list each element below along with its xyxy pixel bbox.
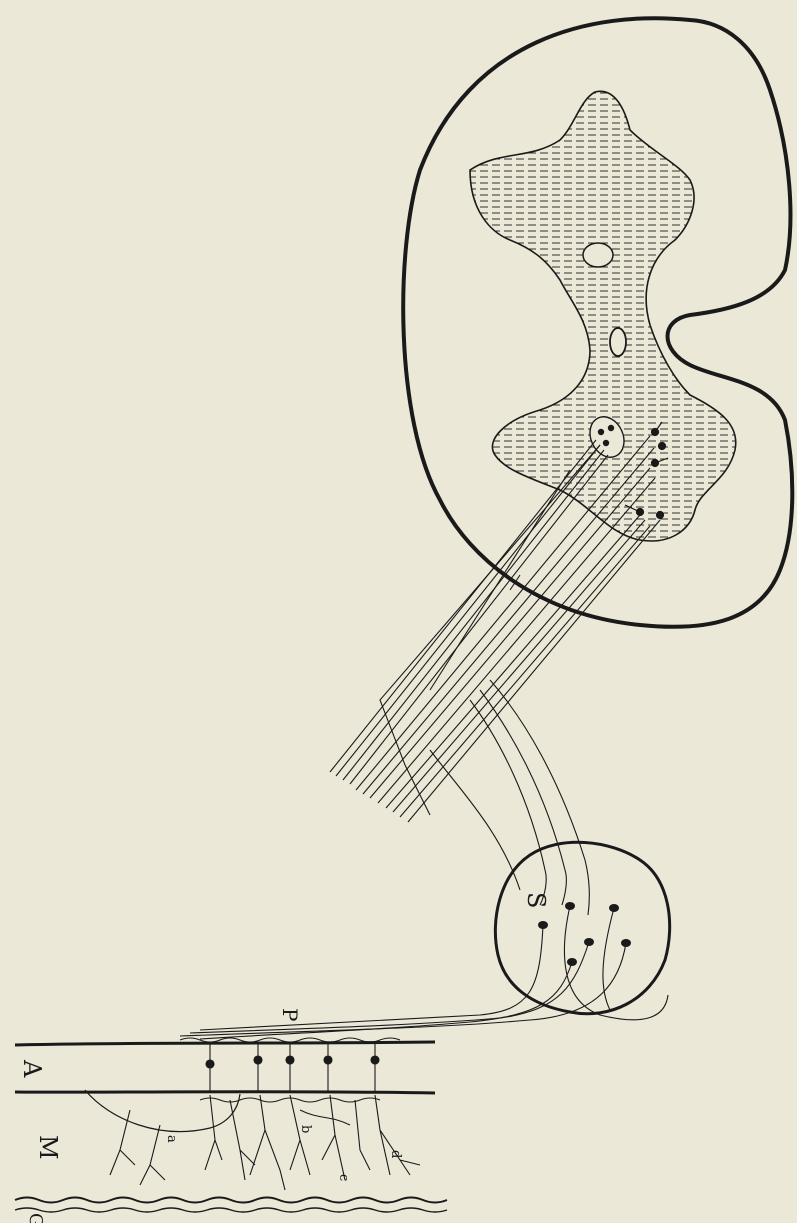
lateral-horn-cell — [598, 429, 604, 435]
label-artery-wall: A — [18, 1059, 46, 1078]
preganglionic-fibers — [430, 680, 589, 915]
label-plexus: P — [278, 1008, 302, 1021]
plexus-cell — [324, 1056, 332, 1064]
postganglionic-fibers — [180, 906, 668, 1039]
lateral-horn-cell — [603, 440, 609, 446]
plexus-cell — [286, 1056, 294, 1064]
branching-terminals — [110, 1095, 420, 1190]
dorsal-opening — [583, 243, 613, 267]
outer-wall-line — [15, 1042, 435, 1045]
sympathetic-ganglion — [495, 842, 669, 1013]
lateral-horn-cell — [608, 425, 614, 431]
plexus-cell — [254, 1056, 262, 1064]
label-sympathetic-ganglion: S — [522, 892, 550, 908]
mucosa-line-upper — [15, 1198, 447, 1203]
anterior-horn-cell — [657, 512, 664, 519]
plexus-cell — [206, 1060, 214, 1068]
label-fiber-b: b — [298, 1125, 313, 1133]
label-fiber-a: a — [164, 1135, 179, 1143]
label-fiber-c: c — [336, 1174, 351, 1181]
plexus-cells — [206, 1044, 379, 1092]
label-submucosa: G — [25, 1213, 46, 1223]
central-canal — [610, 328, 626, 356]
muscle-curved-fiber — [85, 1090, 240, 1132]
plexus-cell — [371, 1056, 379, 1064]
label-muscle-layer: M — [34, 1135, 62, 1160]
mucosa-line-lower — [15, 1208, 447, 1212]
inner-wall-line — [15, 1092, 435, 1093]
label-fiber-d: d — [388, 1150, 403, 1158]
anterior-horn-cell — [659, 443, 666, 450]
submucous-wavy-fiber — [200, 1098, 380, 1102]
